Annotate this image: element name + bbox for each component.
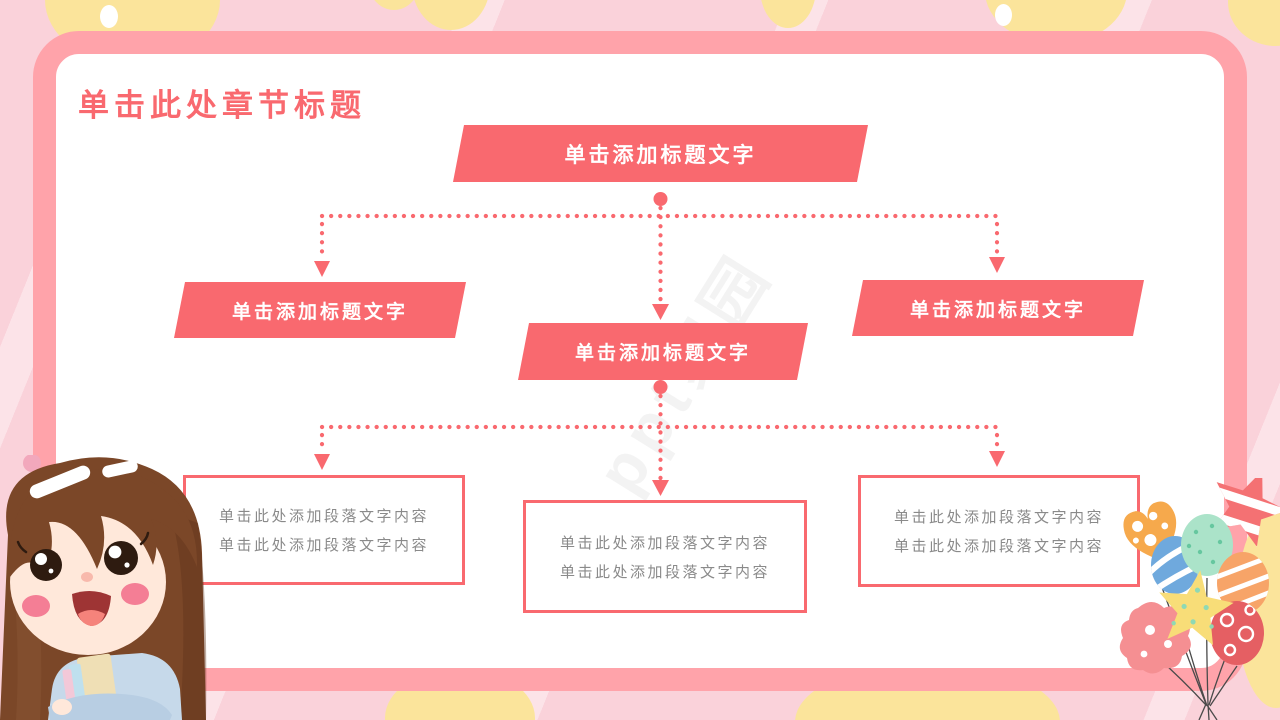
balloon-bunch-illustration <box>1119 478 1280 720</box>
section-title[interactable]: 单击此处章节标题 <box>78 88 366 123</box>
paragraph-line: 单击此处添加段落文字内容 <box>218 508 429 525</box>
blob-dot <box>995 4 1012 26</box>
paragraph-line: 单击此处添加段落文字内容 <box>893 509 1104 526</box>
branch-title-shape-2[interactable]: 单击添加标题文字 <box>518 323 808 380</box>
paragraph-line: 单击此处添加段落文字内容 <box>559 563 770 581</box>
root-title-shape[interactable]: 单击添加标题文字 <box>453 125 868 182</box>
paragraph-line: 单击此处添加段落文字内容 <box>559 534 770 552</box>
yellow-blob <box>368 0 420 10</box>
paragraph-box-3[interactable]: 单击此处添加段落文字内容 单击此处添加段落文字内容 <box>858 475 1140 587</box>
paragraph-line: 单击此处添加段落文字内容 <box>893 538 1104 555</box>
branch-title-shape-3[interactable]: 单击添加标题文字 <box>852 280 1144 336</box>
cartoon-girl-illustration <box>0 455 207 720</box>
blob-dot <box>100 5 118 28</box>
paragraph-box-2[interactable]: 单击此处添加段落文字内容 单击此处添加段落文字内容 <box>523 500 807 613</box>
paragraph-line: 单击此处添加段落文字内容 <box>218 537 429 554</box>
paragraph-box-1[interactable]: 单击此处添加段落文字内容 单击此处添加段落文字内容 <box>183 475 465 585</box>
branch-title-shape-1[interactable]: 单击添加标题文字 <box>174 282 466 338</box>
branch-title-label: 单击添加标题文字 <box>231 301 408 323</box>
branch-title-label: 单击添加标题文字 <box>909 299 1086 321</box>
branch-title-label: 单击添加标题文字 <box>574 343 751 364</box>
root-title-label: 单击添加标题文字 <box>564 143 757 167</box>
